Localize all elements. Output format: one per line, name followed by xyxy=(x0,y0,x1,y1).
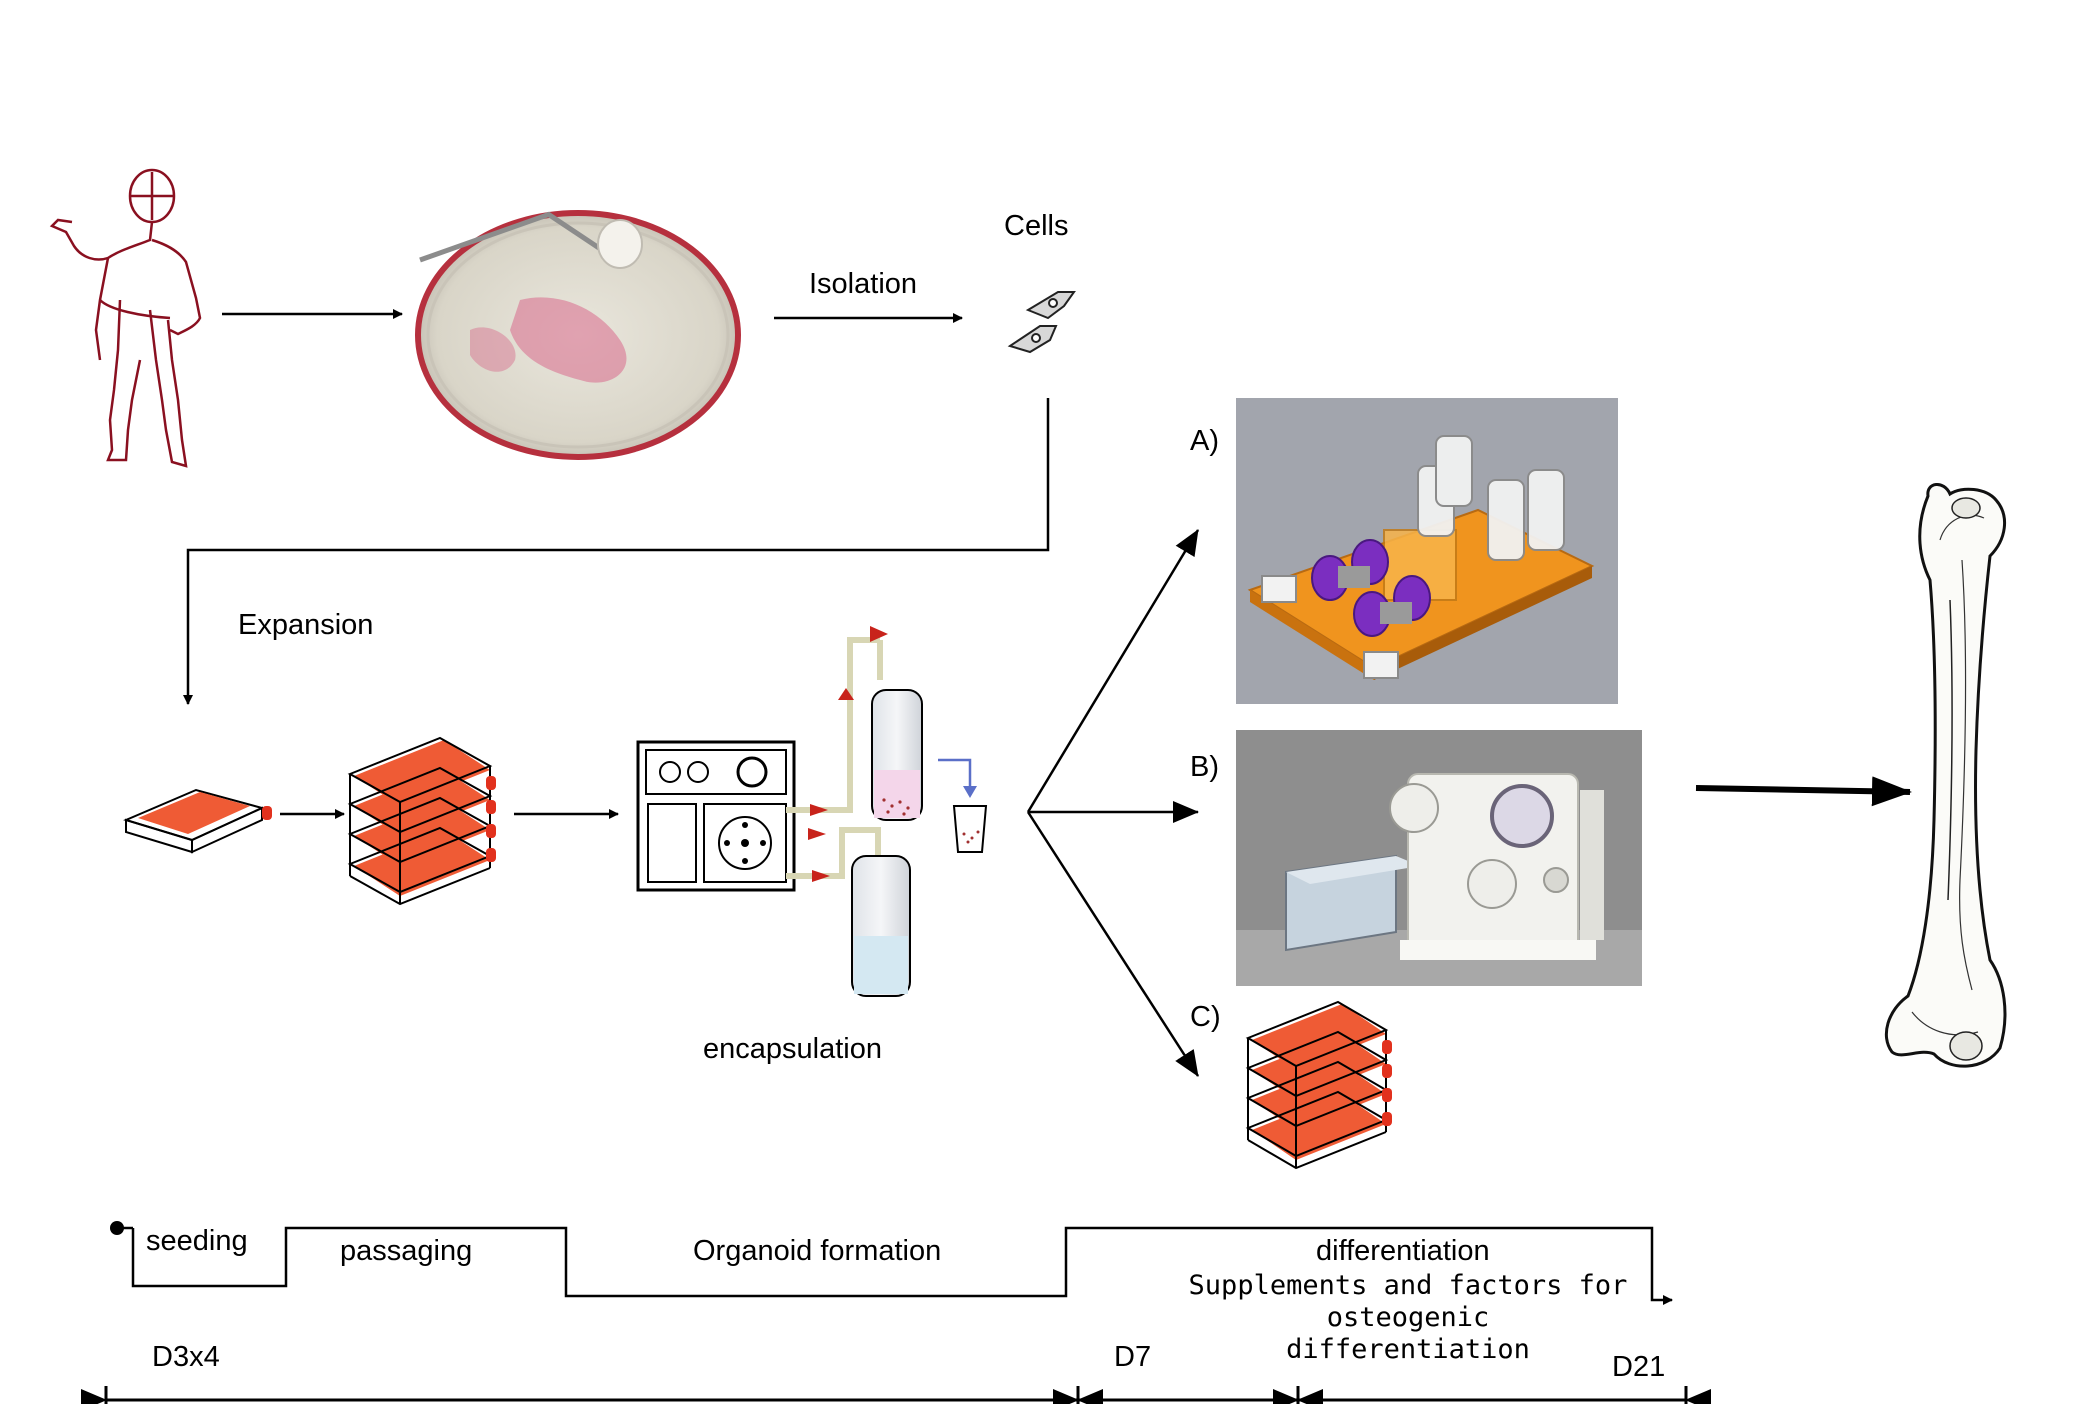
branch-arrow-c xyxy=(1026,811,1200,1077)
bone-icon xyxy=(1884,483,2007,1068)
phase-passaging: passaging xyxy=(340,1235,472,1267)
phase-organoid-formation: Organoid formation xyxy=(693,1235,941,1267)
phase-seeding: seeding xyxy=(146,1225,248,1257)
timeline-steps xyxy=(110,1221,1673,1305)
isolation-label: Isolation xyxy=(809,268,917,300)
day-d21: D21 xyxy=(1612,1351,1665,1383)
flask-stack-icon-c xyxy=(1245,1000,1392,1170)
branch-arrow-a xyxy=(1026,529,1200,813)
phase-differentiation: differentiation xyxy=(1316,1235,1490,1267)
expansion-label: Expansion xyxy=(238,609,373,641)
arrow-to-bone xyxy=(1695,776,1912,807)
bioreactor-photo-icon xyxy=(1236,730,1642,986)
flask-stack-icon xyxy=(347,736,496,906)
bioreactor-render-icon xyxy=(1236,398,1618,704)
petri-dish-icon xyxy=(415,210,741,460)
human-figure-icon xyxy=(49,168,202,468)
day-d7: D7 xyxy=(1114,1341,1151,1373)
option-c-label: C) xyxy=(1190,1001,1221,1033)
encapsulation-label: encapsulation xyxy=(703,1033,882,1065)
cells-label: Cells xyxy=(1004,210,1068,242)
expansion-connector xyxy=(183,398,1050,705)
encapsulation-device-icon xyxy=(636,626,988,997)
day-axis xyxy=(81,1386,1711,1404)
cells-icon xyxy=(1007,291,1076,354)
culture-flask-icon xyxy=(123,788,272,854)
option-b-label: B) xyxy=(1190,751,1219,783)
supplements-line-3: differentiation xyxy=(1286,1334,1530,1365)
supplements-line-2: osteogenic xyxy=(1327,1302,1490,1333)
supplements-line-1: Supplements and factors for xyxy=(1189,1270,1628,1301)
day-d3x4: D3x4 xyxy=(152,1341,220,1373)
option-a-label: A) xyxy=(1190,425,1219,457)
